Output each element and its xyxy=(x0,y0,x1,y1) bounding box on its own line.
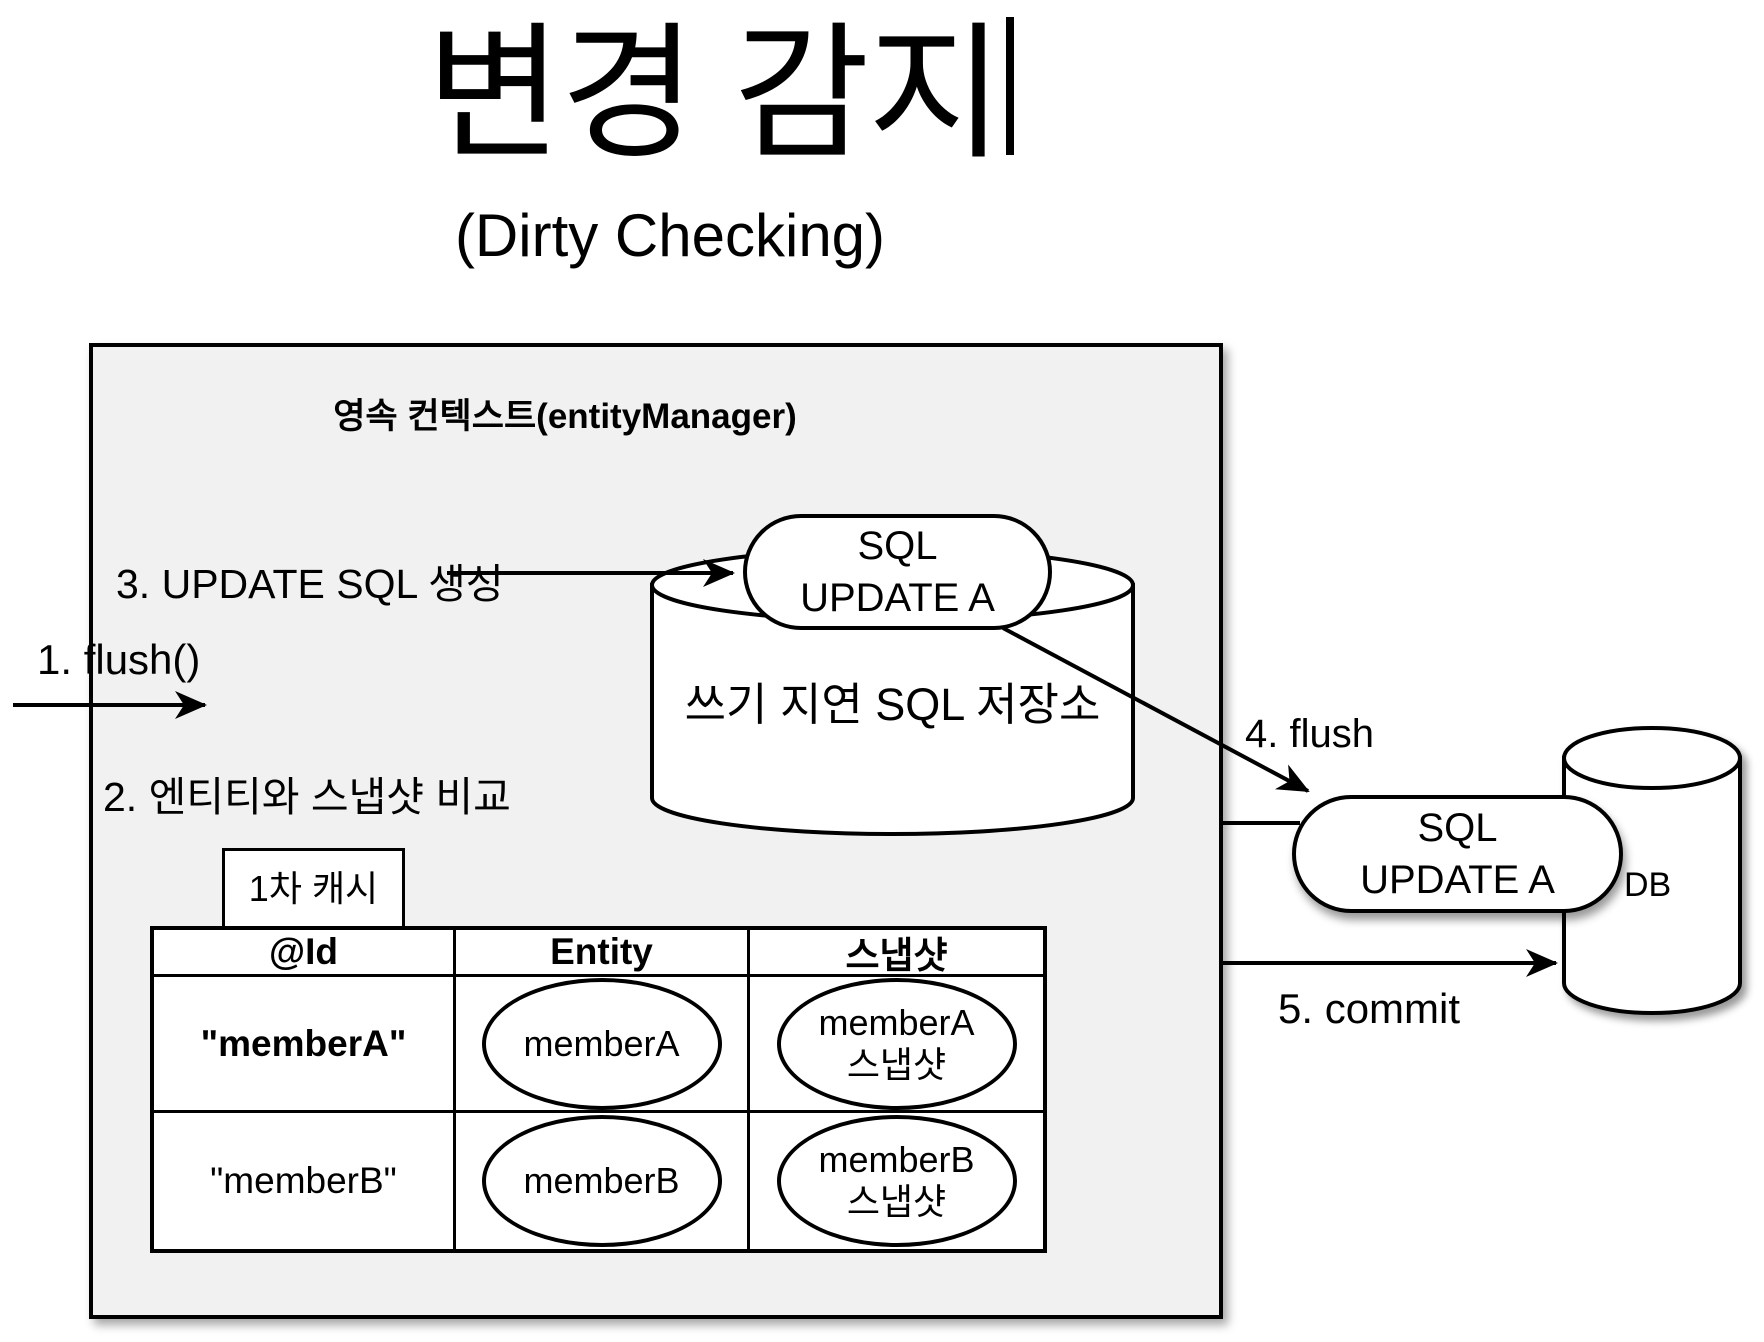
snapshot-line1: memberB xyxy=(818,1139,975,1180)
sql-update-box-store: SQL UPDATE A xyxy=(743,514,1052,630)
write-behind-store-label: 쓰기 지연 SQL 저장소 xyxy=(684,679,1101,730)
snapshot-line1: memberA xyxy=(818,1001,975,1043)
db-label: DB xyxy=(1624,866,1672,904)
table-row-entity-cell: memberA xyxy=(456,977,750,1113)
table-row-id: "memberA" xyxy=(154,977,456,1113)
column-header-entity: Entity xyxy=(456,930,750,977)
step5-label: 5. commit xyxy=(1278,985,1461,1032)
page-title: 변경 감지 xyxy=(280,0,1160,190)
step2-label: 2. 엔티티와 스냅샷 비교 xyxy=(103,774,511,820)
sql-update-box-db: SQL UPDATE A xyxy=(1292,795,1623,913)
persistence-context-label: 영속 컨텍스트(entityManager) xyxy=(333,397,797,436)
page-subtitle: (Dirty Checking) xyxy=(454,202,886,269)
entity-ellipse: memberB xyxy=(481,1115,722,1247)
table-row-snapshot-cell: memberB 스냅샷 xyxy=(750,1113,1043,1249)
table-row-snapshot-cell: memberA 스냅샷 xyxy=(750,977,1043,1113)
column-header-id: @Id xyxy=(154,930,456,977)
entity-ellipse: memberA xyxy=(481,977,722,1110)
first-level-cache-table: @Id Entity 스냅샷 "memberA" memberA memberA… xyxy=(150,926,1047,1253)
sql-line1: SQL xyxy=(857,524,938,568)
snapshot-ellipse: memberA 스냅샷 xyxy=(776,977,1017,1110)
page-title-text: 변경 감지 xyxy=(426,12,1004,177)
column-header-snapshot: 스냅샷 xyxy=(750,930,1043,977)
snapshot-ellipse: memberB 스냅샷 xyxy=(776,1115,1017,1247)
snapshot-line2: 스냅샷 xyxy=(846,1181,947,1222)
table-row-entity-cell: memberB xyxy=(456,1113,750,1249)
sql-line1: SQL xyxy=(1417,806,1498,850)
step1-label: 1. flush() xyxy=(37,636,201,683)
first-level-cache-tab: 1차 캐시 xyxy=(222,848,405,926)
sql-line2: UPDATE A xyxy=(800,576,995,620)
text-cursor xyxy=(1005,17,1014,155)
table-row-id: "memberB" xyxy=(154,1113,456,1249)
step4-label: 4. flush xyxy=(1245,712,1374,756)
step3-label: 3. UPDATE SQL 생성 xyxy=(116,561,504,607)
sql-line2: UPDATE A xyxy=(1360,858,1555,902)
snapshot-line2: 스냅샷 xyxy=(846,1043,947,1085)
